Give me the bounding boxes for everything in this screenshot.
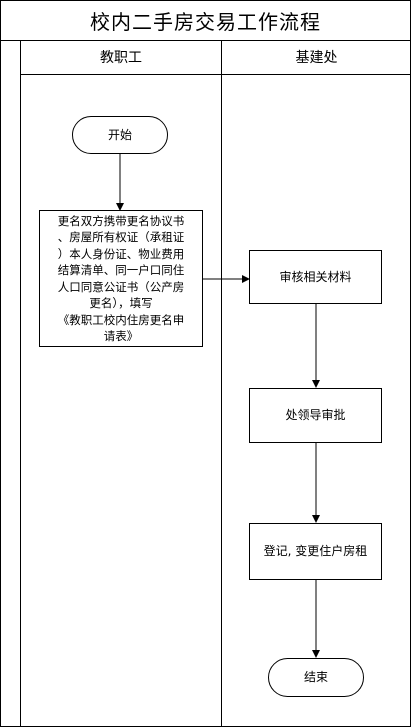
start-label: 开始 bbox=[107, 127, 132, 142]
register-label: 登记, 变更住户房租 bbox=[263, 544, 368, 558]
review-materials-box bbox=[249, 250, 382, 304]
leader-approval-box bbox=[249, 388, 382, 443]
submit-materials-box bbox=[39, 210, 203, 347]
diagram-title: 校内二手房交易工作流程 bbox=[90, 9, 321, 34]
register-box bbox=[249, 523, 382, 580]
lane-header-construction-dept: 基建处 bbox=[295, 50, 338, 66]
lane-header-staff: 教职工 bbox=[100, 50, 142, 66]
submit-materials-label: 更名双方携带更名协议书 、房屋所有权证（承租证 ）本人身份证、物业费用 结算清单… bbox=[57, 213, 185, 344]
end-label: 结束 bbox=[303, 670, 328, 684]
review-materials-label: 审核相关材料 bbox=[279, 269, 352, 284]
leader-approval-label: 处领导审批 bbox=[285, 408, 346, 422]
end-terminal bbox=[268, 658, 364, 697]
start-terminal bbox=[72, 116, 168, 154]
